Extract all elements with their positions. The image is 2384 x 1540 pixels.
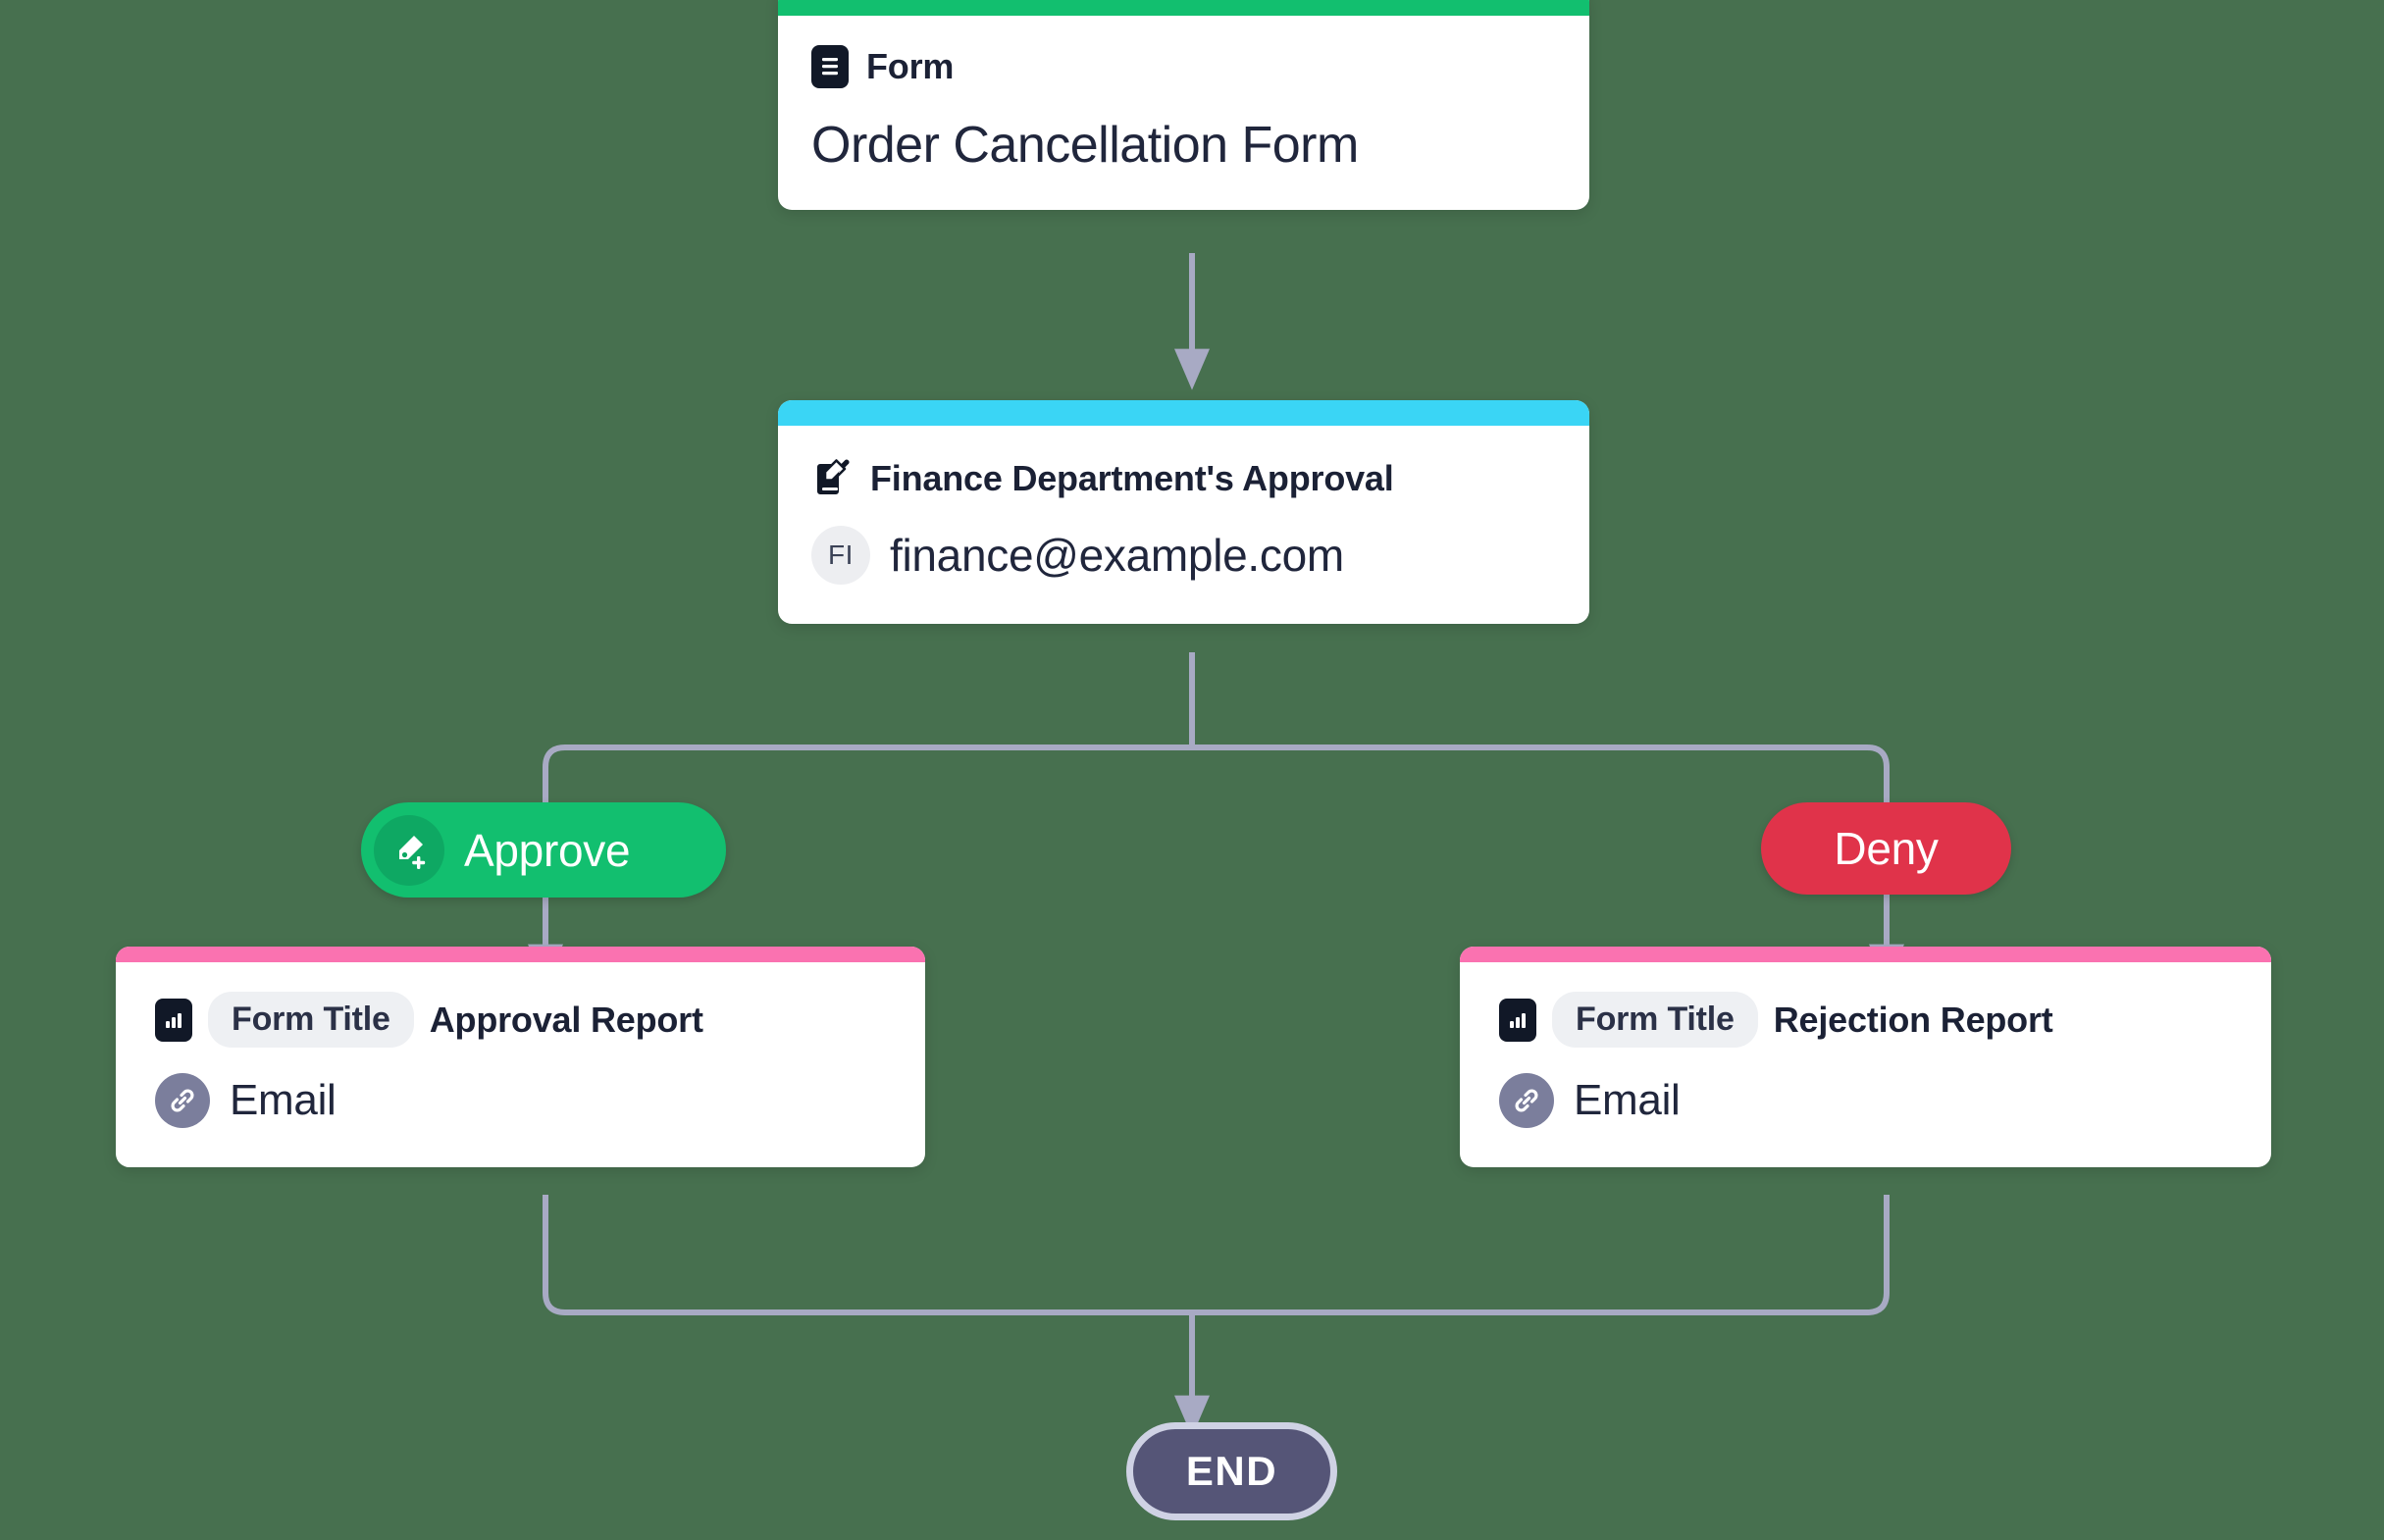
node-form[interactable]: Form Order Cancellation Form — [778, 0, 1589, 210]
end-label: END — [1185, 1448, 1278, 1494]
document-lines-icon — [811, 45, 849, 88]
node-form-kind-label: Form — [866, 46, 955, 86]
branch-deny-label: Deny — [1834, 823, 1939, 874]
connector-approval-report-merge — [543, 1195, 1192, 1315]
attachment-row: Email — [155, 1073, 886, 1128]
avatar: FI — [811, 526, 870, 585]
branch-approve[interactable]: Approve — [361, 802, 726, 898]
assignee-email: finance@example.com — [890, 530, 1344, 581]
node-approval-title: Finance Department's Approval — [870, 458, 1394, 498]
node-approval[interactable]: Finance Department's Approval FI finance… — [778, 400, 1589, 624]
node-header: Form — [811, 45, 1556, 88]
node-end[interactable]: END — [1126, 1422, 1337, 1520]
node-header: Finance Department's Approval — [811, 457, 1556, 500]
bar-chart-icon — [155, 998, 192, 1042]
document-signature-icon — [811, 457, 853, 500]
node-approval-report[interactable]: Form Title Approval Report Email — [116, 947, 925, 1167]
report-title: Approval Report — [429, 999, 703, 1040]
node-accent-bar — [778, 400, 1589, 426]
connector-rejection-report-merge — [1192, 1195, 1890, 1315]
form-title-chip: Form Title — [208, 992, 414, 1048]
node-rejection-report[interactable]: Form Title Rejection Report Email — [1460, 947, 2271, 1167]
node-accent-bar — [116, 947, 925, 962]
branch-approve-label: Approve — [464, 824, 631, 876]
bar-chart-icon — [1499, 998, 1536, 1042]
link-icon — [1499, 1073, 1554, 1128]
node-form-title: Order Cancellation Form — [811, 117, 1359, 174]
form-title-chip: Form Title — [1552, 992, 1758, 1048]
link-icon — [155, 1073, 210, 1128]
connector-split-to-deny — [1192, 744, 1890, 802]
report-header: Form Title Rejection Report — [1499, 992, 2232, 1048]
signature-add-icon — [374, 814, 444, 886]
attachment-label: Email — [230, 1076, 337, 1124]
node-accent-bar — [778, 0, 1589, 16]
branch-deny[interactable]: Deny — [1761, 802, 2011, 895]
connector-split-to-approve — [543, 744, 1192, 802]
attachment-label: Email — [1574, 1076, 1681, 1124]
report-title: Rejection Report — [1773, 999, 2053, 1040]
report-header: Form Title Approval Report — [155, 992, 886, 1048]
attachment-row: Email — [1499, 1073, 2232, 1128]
assignee-row: FI finance@example.com — [811, 526, 1556, 585]
node-accent-bar — [1460, 947, 2271, 962]
